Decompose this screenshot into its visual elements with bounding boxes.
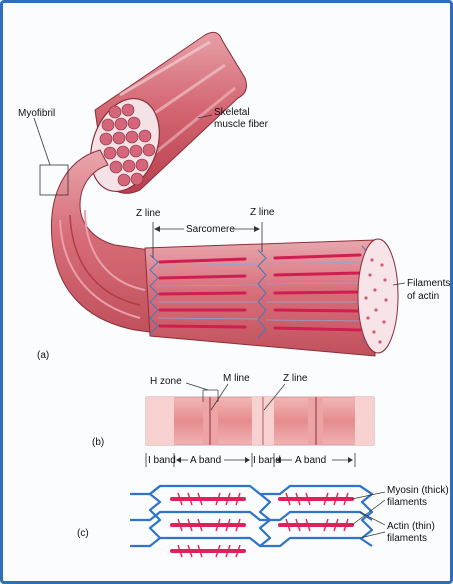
myosin-label-line1: Myosin (thick) [387,485,449,496]
m-line-label: M line [223,373,250,384]
z-line-right-label: Z line [250,207,274,218]
z-line-b-label: Z line [283,373,307,384]
panel-c-letter: (c) [77,528,89,539]
panel-a-letter: (a) [37,350,49,361]
i-band-mid-label: I band [253,455,281,466]
filaments-of-actin-label-line1: Filaments [407,278,450,289]
actin-label-line2: filaments [387,533,427,544]
skeletal-muscle-fiber-label-line1: Skeletal [214,107,250,118]
sarcomere-tube [145,115,405,356]
z-line-left-label: Z line [136,208,160,219]
filament-arrangement [130,486,385,557]
sarcomere-label: Sarcomere [186,224,235,235]
i-band-left-label: I band [148,455,176,466]
h-zone-label: H zone [150,376,182,387]
skeletal-muscle-fiber-label-line2: muscle fiber [214,119,268,130]
myofibril-label: Myofibril [18,108,55,119]
a-band-left-label: A band [190,455,221,466]
myosin-label-line2: filaments [387,497,427,508]
filaments-of-actin-label-line2: of actin [407,291,439,302]
a-band-right-label: A band [295,455,326,466]
actin-label-line1: Actin (thin) [387,521,435,532]
panel-b-letter: (b) [92,437,104,448]
